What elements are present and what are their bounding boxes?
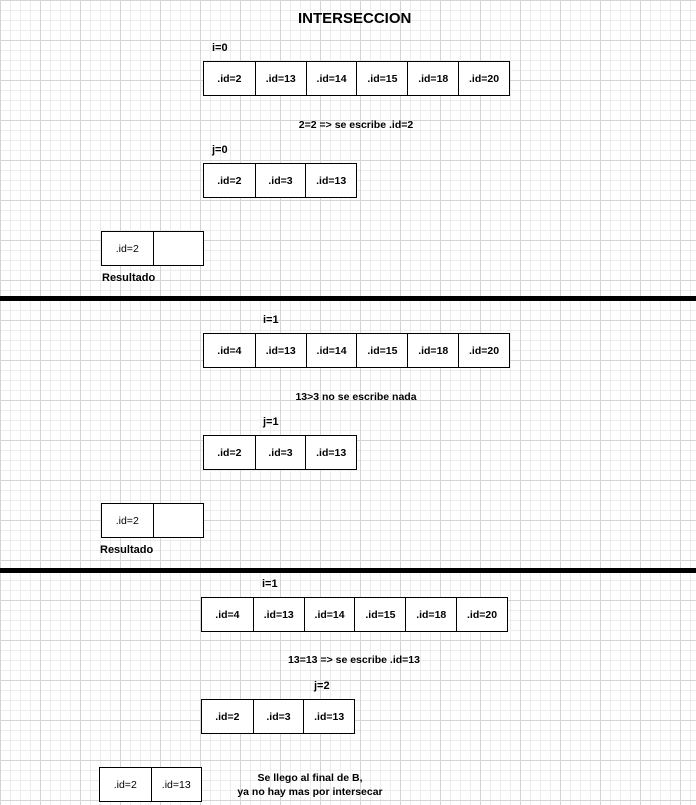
array-b: .id=2 .id=3 .id=13 xyxy=(203,163,357,198)
result-cell xyxy=(152,232,204,265)
array-b-cell: .id=2 xyxy=(215,710,240,723)
array-a-cell: .id=15 xyxy=(354,598,405,631)
array-b-cell: .id=3 xyxy=(254,436,306,469)
array-a: .id=4 .id=13 .id=14 .id=15 .id=18 .id=20 xyxy=(201,597,508,632)
j-index-label: j=0 xyxy=(212,144,228,156)
result-cell: .id=2 xyxy=(115,242,139,255)
final-note-line: ya no hay mas por intersecar xyxy=(237,786,383,798)
result-label: Resultado xyxy=(100,544,154,556)
result-label: Resultado xyxy=(102,272,156,284)
array-a-cell: .id=20 xyxy=(456,598,507,631)
array-a-cell: .id=18 xyxy=(407,62,458,95)
array-a-cell: .id=13 xyxy=(254,334,306,367)
diagram-title: INTERSECCION xyxy=(298,10,412,27)
array-b: .id=2 .id=3 .id=13 xyxy=(203,435,357,470)
result-cell: .id=2 xyxy=(113,778,137,791)
final-note-line: Se llego al final de B, xyxy=(257,772,363,784)
result-cell: .id=13 xyxy=(150,768,202,801)
array-a: .id=2 .id=13 .id=14 .id=15 .id=18 .id=20 xyxy=(203,61,510,96)
result-cell: .id=2 xyxy=(115,514,139,527)
section-divider xyxy=(0,568,696,573)
array-a-cell: .id=14 xyxy=(305,334,357,367)
i-index-label: i=1 xyxy=(262,578,278,590)
array-a: .id=4 .id=13 .id=14 .id=15 .id=18 .id=20 xyxy=(203,333,510,368)
array-b-cell: .id=2 xyxy=(217,446,242,459)
array-a-cell: .id=20 xyxy=(458,62,509,95)
comparison-note: 13>3 no se escribe nada xyxy=(295,391,417,403)
array-b: .id=2 .id=3 .id=13 xyxy=(201,699,355,734)
array-a-cell: .id=14 xyxy=(303,598,355,631)
result-cell xyxy=(152,504,204,537)
array-a-cell: .id=13 xyxy=(252,598,304,631)
array-b-cell: .id=13 xyxy=(305,164,356,197)
array-a-cell: .id=13 xyxy=(254,62,306,95)
final-note: Se llego al final de B, ya no hay mas po… xyxy=(210,771,410,799)
j-index-label: j=2 xyxy=(314,680,330,692)
result-array: .id=2 .id=13 xyxy=(99,767,202,802)
j-index-label: j=1 xyxy=(263,416,279,428)
array-a-cell: .id=2 xyxy=(217,72,242,85)
i-index-label: i=1 xyxy=(263,314,279,326)
array-a-cell: .id=15 xyxy=(356,62,407,95)
array-a-cell: .id=18 xyxy=(407,334,458,367)
array-b-cell: .id=13 xyxy=(305,436,356,469)
array-a-cell: .id=14 xyxy=(305,62,357,95)
array-a-cell: .id=18 xyxy=(405,598,456,631)
i-index-label: i=0 xyxy=(212,42,228,54)
array-b-cell: .id=3 xyxy=(252,700,304,733)
array-b-cell: .id=2 xyxy=(217,174,242,187)
array-b-cell: .id=3 xyxy=(254,164,306,197)
array-a-cell: .id=4 xyxy=(215,608,240,621)
array-a-cell: .id=20 xyxy=(458,334,509,367)
array-a-cell: .id=4 xyxy=(217,344,242,357)
comparison-note: 13=13 => se escribe .id=13 xyxy=(288,654,420,666)
result-array: .id=2 xyxy=(101,503,204,538)
array-a-cell: .id=15 xyxy=(356,334,407,367)
comparison-note: 2=2 => se escribe .id=2 xyxy=(298,119,414,131)
section-divider xyxy=(0,296,696,301)
result-array: .id=2 xyxy=(101,231,204,266)
array-b-cell: .id=13 xyxy=(303,700,354,733)
